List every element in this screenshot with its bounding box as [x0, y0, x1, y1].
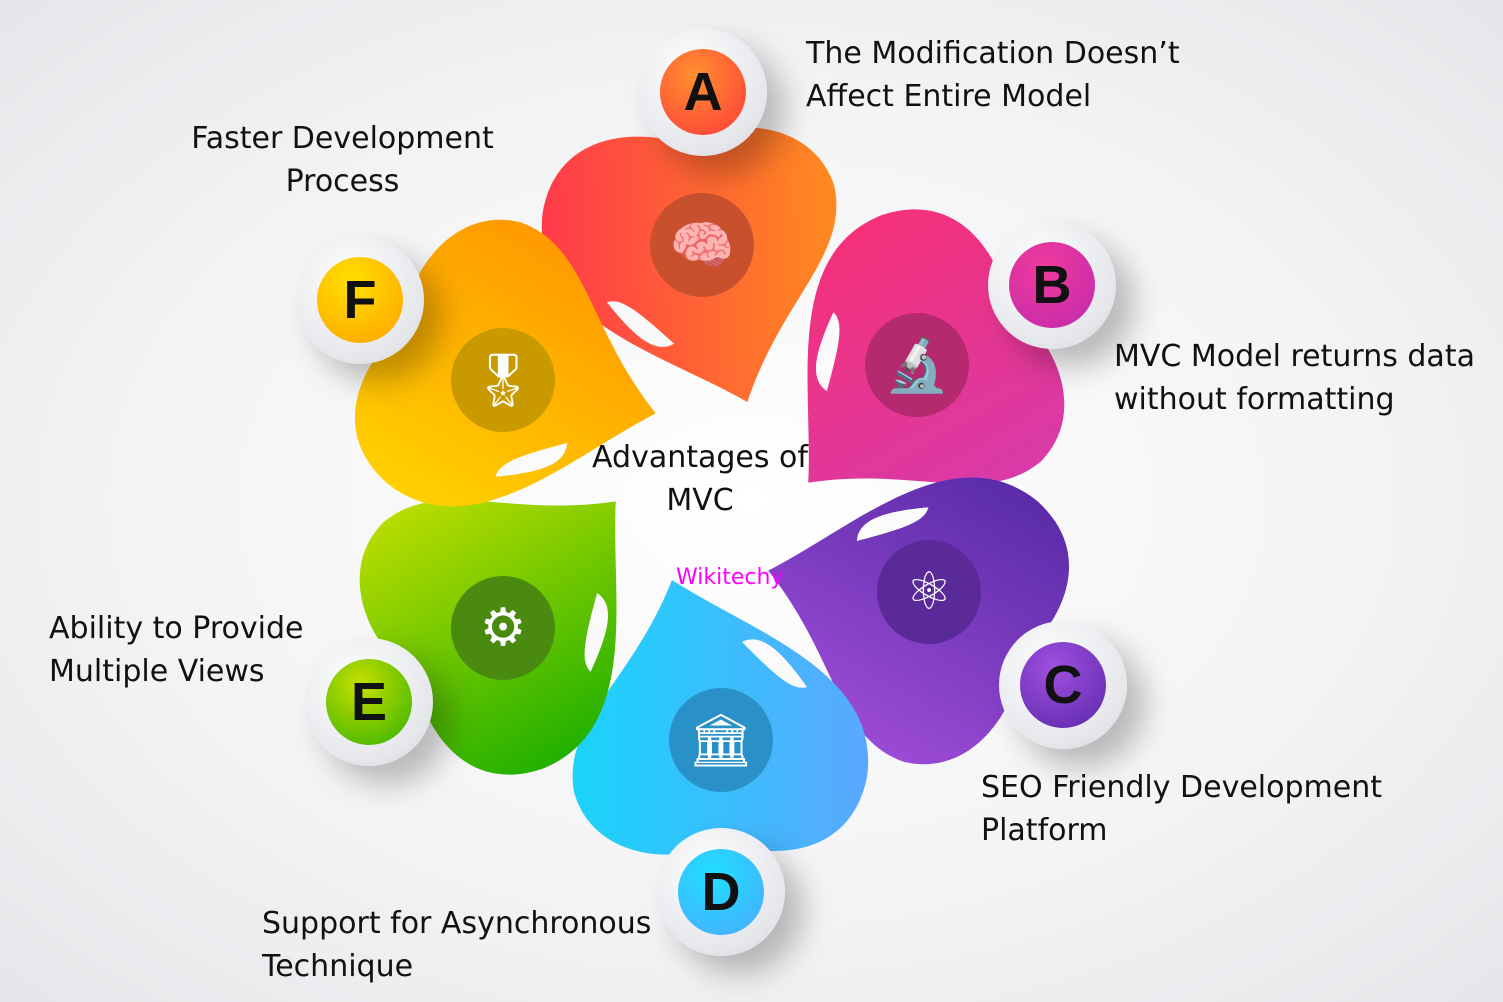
- badge-e: E: [305, 638, 433, 766]
- award-ribbon-icon: 🎖: [451, 328, 555, 432]
- diagram-title: Advantages of MVC: [592, 440, 808, 518]
- bank-icon: 🏛: [669, 688, 773, 792]
- watermark: Wikitechy: [676, 565, 784, 590]
- microscope-icon: 🔬: [865, 313, 969, 417]
- atom-icon: ⚛: [877, 540, 981, 644]
- badge-f: F: [296, 236, 424, 364]
- gear-icon: ⚙: [451, 576, 555, 680]
- badge-d: D: [657, 828, 785, 956]
- badge-a: A: [639, 28, 767, 156]
- brain-icon: 🧠: [650, 193, 754, 297]
- badge-b: B: [988, 221, 1116, 349]
- badge-c: C: [999, 621, 1127, 749]
